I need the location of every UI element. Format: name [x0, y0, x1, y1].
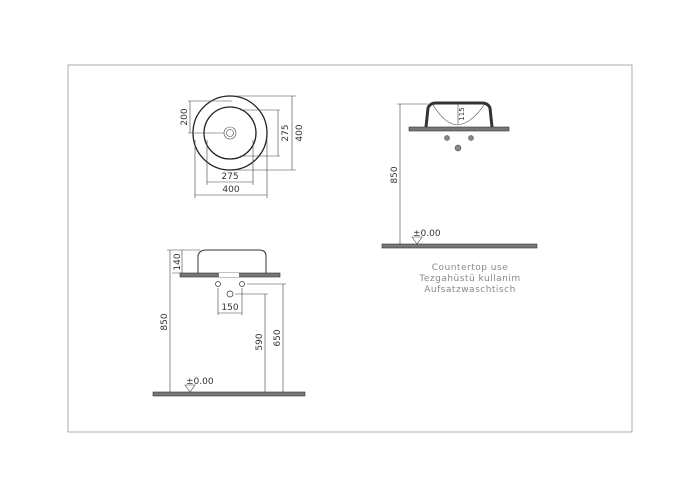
dim-basin-depth: 115 [458, 107, 466, 120]
pipe-icon [444, 135, 450, 141]
dim-center-offset: 200 [180, 108, 190, 125]
dim-height: 850 [390, 166, 400, 183]
level-marker-icon [411, 236, 423, 245]
front-view: 140 850 150 590 650 ±0.00 [152, 249, 306, 397]
caption-line-2: Tezgahüstü kullanim [418, 274, 520, 284]
dim-pipe-spacing: 150 [221, 303, 238, 313]
drain-pipe-icon [454, 144, 462, 152]
floor [381, 243, 538, 249]
pipe-icon [215, 281, 221, 287]
drawing-frame [67, 64, 633, 433]
dim-height: 850 [160, 313, 170, 330]
dim-inner-height: 275 [281, 124, 291, 141]
basin-elevation [197, 249, 267, 273]
dim-outlet-height: 590 [255, 333, 265, 350]
dim-outer-width: 400 [222, 185, 239, 195]
pipe-icon [239, 281, 245, 287]
basin-section [424, 101, 494, 128]
caption-line-3: Aufsatzwaschtisch [424, 285, 516, 295]
drain-pipe-icon [226, 290, 234, 298]
floor [152, 391, 306, 397]
dim-supply-height: 650 [273, 329, 283, 346]
side-view: 115 850 ±0.00 Countertop use Tezgahüstü … [381, 101, 538, 295]
floor-level-label: ±0.00 [413, 229, 441, 239]
pipe-icon [468, 135, 474, 141]
caption-line-1: Countertop use [432, 263, 509, 273]
plan-view: 200 275 400 275 400 [180, 95, 305, 198]
drain-icon [223, 126, 237, 140]
floor-level-label: ±0.00 [186, 377, 214, 387]
countertop [408, 126, 510, 132]
level-marker-icon [184, 384, 196, 393]
dim-basin-height: 140 [173, 253, 183, 270]
dim-outer-height: 400 [295, 124, 305, 141]
dim-inner-width: 275 [221, 172, 238, 182]
